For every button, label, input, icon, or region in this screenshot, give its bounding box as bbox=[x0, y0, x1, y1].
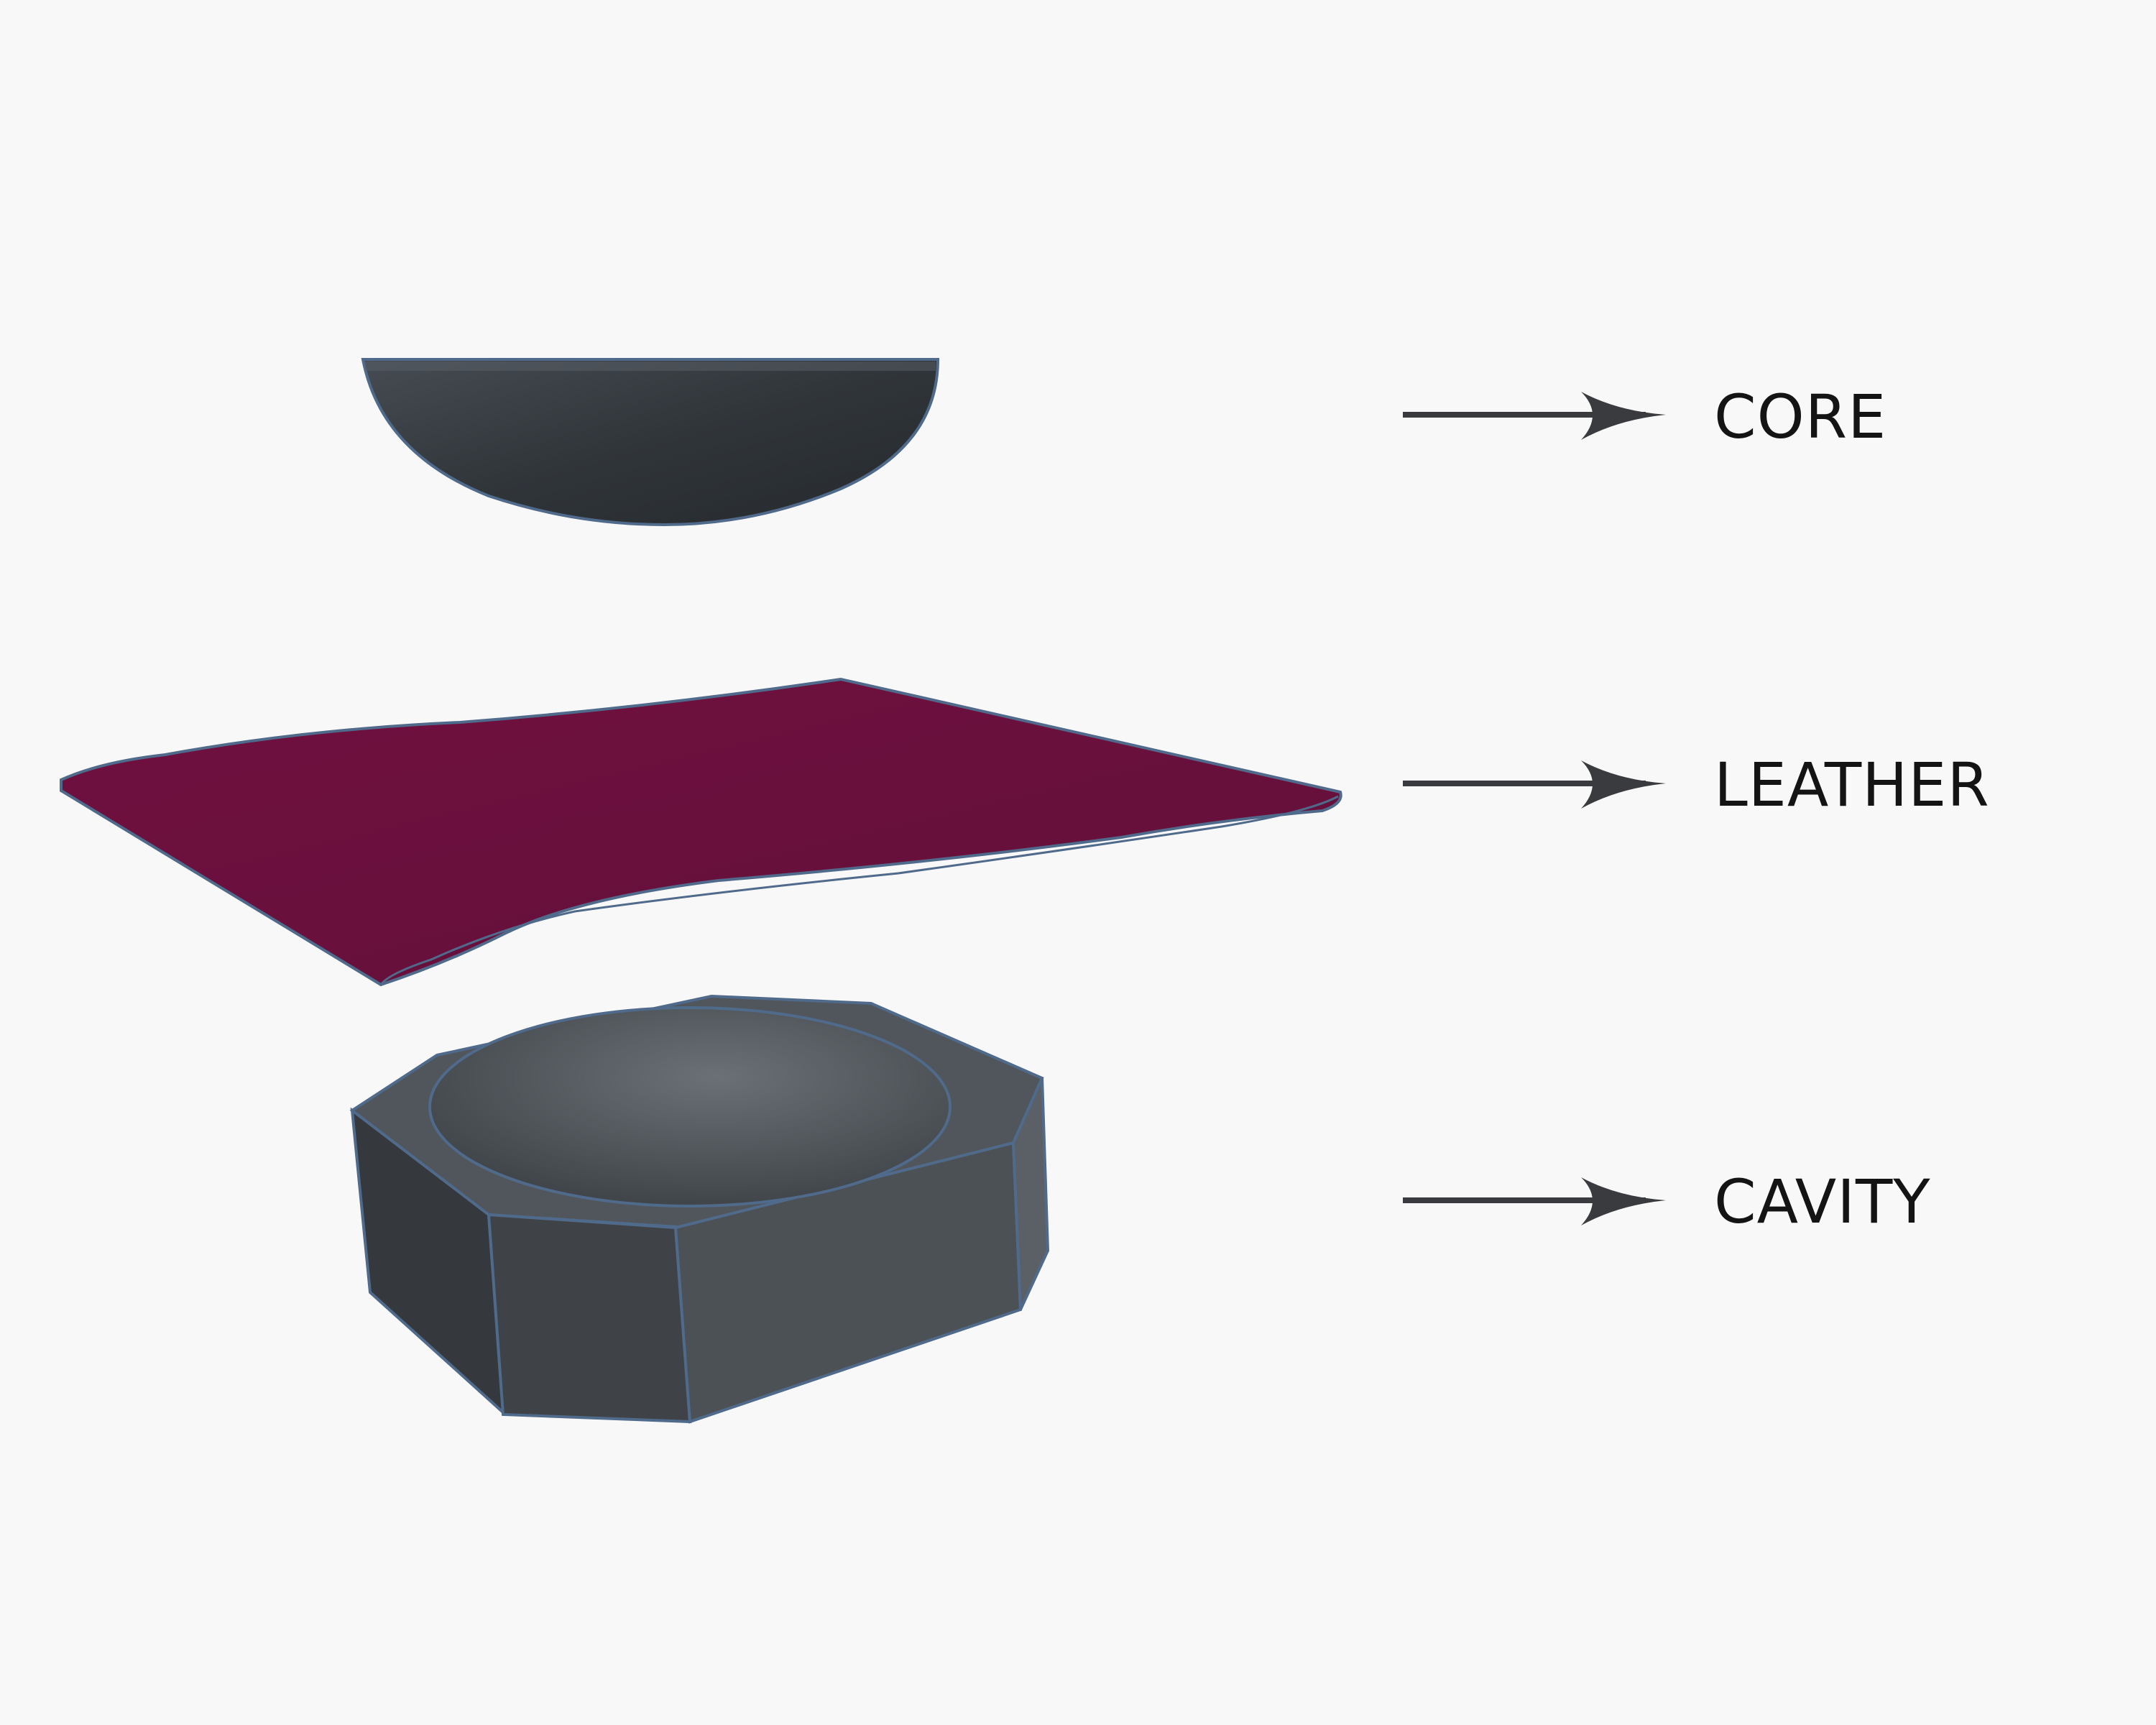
arrow-right-icon bbox=[1403, 1177, 1666, 1225]
cavity-shape bbox=[349, 994, 1050, 1424]
arrow-right-icon bbox=[1403, 392, 1666, 440]
core-label: CORE bbox=[1714, 382, 1887, 452]
leather-label: LEATHER bbox=[1714, 750, 1990, 820]
core-shape bbox=[361, 358, 940, 527]
cavity-label: CAVITY bbox=[1714, 1167, 1931, 1237]
leather-shape bbox=[60, 677, 1342, 987]
arrow-right-icon bbox=[1403, 760, 1666, 809]
